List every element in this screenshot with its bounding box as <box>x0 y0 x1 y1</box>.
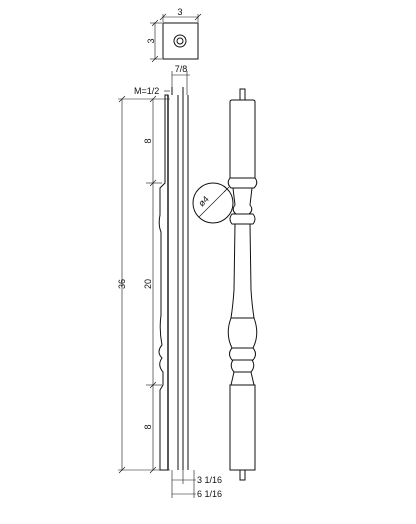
detail-circle-outline <box>192 182 234 224</box>
overall-height-label: 36 <box>117 279 127 289</box>
top-view-outer-circle <box>173 34 187 48</box>
top-view-height-label: 3 <box>146 38 156 43</box>
segment-top-label: 8 <box>143 138 153 143</box>
front-view <box>227 88 258 481</box>
top-pin <box>239 88 246 101</box>
margin-label: M=1/2 <box>134 86 159 96</box>
detail-circle-label: ø4 <box>196 194 211 209</box>
shaft <box>230 223 255 319</box>
side-profile: 36 8 20 8 M=1/2 7/8 3 <box>117 64 222 499</box>
side-profile-outline <box>158 94 169 471</box>
segment-middle-label: 20 <box>143 279 153 289</box>
segment-bottom-label: 8 <box>143 424 153 429</box>
top-view-square <box>162 22 199 60</box>
top-view-inner-circle <box>176 37 184 45</box>
bottom-offset-1-label: 3 1/16 <box>197 475 222 485</box>
top-view-width-label: 3 <box>177 7 182 17</box>
bottom-offset-2-label: 6 1/16 <box>197 489 222 499</box>
top-block <box>229 99 256 179</box>
bottom-pin <box>239 469 246 481</box>
top-offset-label: 7/8 <box>175 64 188 74</box>
bottom-block <box>229 384 256 471</box>
top-view: 3 3 <box>146 7 202 63</box>
detail-circle: ø4 <box>192 182 234 224</box>
